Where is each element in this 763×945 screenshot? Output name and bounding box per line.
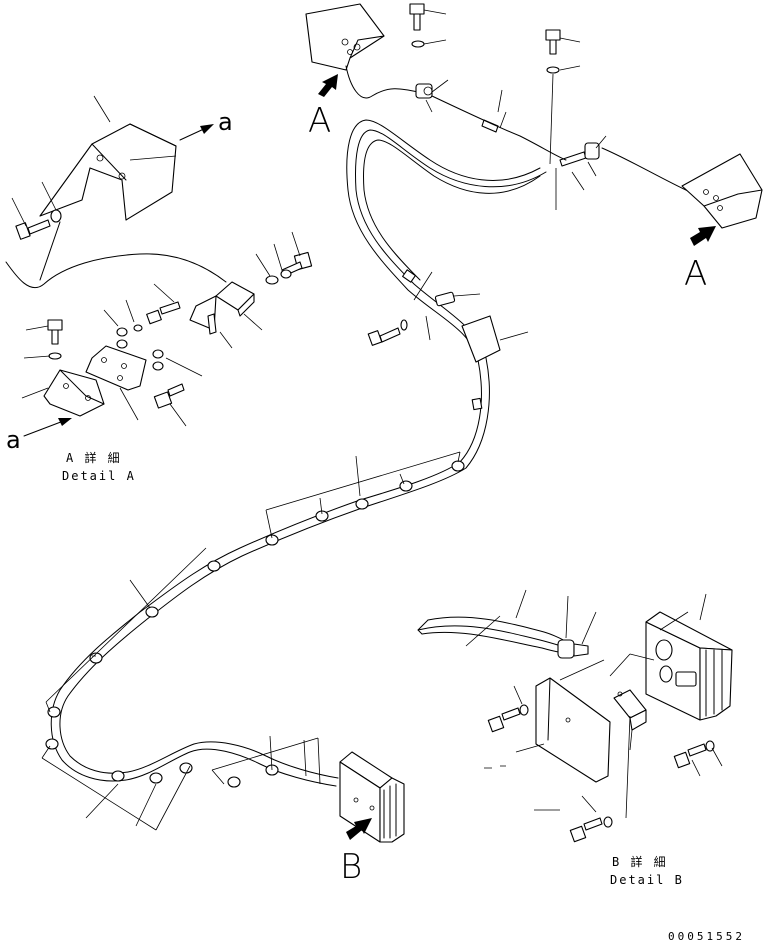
lamp-cover-left	[305, 3, 385, 71]
detail-b-caption-jp: B 詳 細	[612, 854, 668, 869]
detail-a-nuts	[103, 299, 203, 377]
lamp-cover-right	[681, 153, 763, 229]
main-harness	[45, 119, 547, 788]
detail-a-base-bracket	[21, 369, 105, 417]
drawing-code: 00051552	[668, 930, 745, 943]
detail-a-bolt-1	[11, 181, 62, 240]
ref-label-a-top: a	[218, 108, 233, 136]
detail-b-bolt-2	[673, 740, 723, 777]
connector-top-left	[481, 89, 507, 133]
view-label-a-left: A	[308, 101, 331, 141]
view-arrow-a-right	[690, 226, 716, 246]
detail-a-mount-bracket	[189, 295, 233, 349]
wire-top-run	[431, 95, 567, 161]
detail-b-switch	[613, 689, 647, 819]
detail-b-leader-stubs	[484, 765, 506, 769]
detail-b-plate	[515, 659, 611, 783]
ref-label-a-bottom: a	[6, 426, 21, 454]
detail-a-bolt-2	[146, 283, 181, 325]
detail-a-caption-jp: A 詳 細	[66, 450, 122, 465]
leader-group-1	[265, 451, 461, 539]
detail-b-connector	[557, 595, 597, 659]
detail-a-plate	[85, 345, 147, 421]
detail-b-bolt-1	[487, 685, 529, 733]
connector-top-right	[555, 135, 607, 210]
leader-group-4	[211, 735, 321, 785]
view-arrow-a-left	[318, 74, 338, 97]
detail-b-caption-en: Detail B	[610, 873, 684, 887]
ref-arrow-a-top	[179, 124, 214, 141]
view-label-a-right: A	[684, 254, 707, 294]
ref-arrow-a-bottom	[23, 418, 72, 437]
bracket-mid	[434, 291, 529, 363]
detail-b-harness	[417, 589, 577, 655]
clamp-top	[415, 79, 449, 113]
leader-group-2	[45, 547, 207, 713]
bolt-mid	[367, 271, 433, 346]
detail-a-bolt-3	[153, 383, 187, 427]
detail-a-caption-en: Detail A	[62, 469, 136, 483]
leader-group-3	[41, 745, 191, 831]
detail-a-connector	[215, 281, 263, 331]
detail-b-bolt-3	[534, 795, 613, 843]
detail-a-cover	[39, 95, 177, 221]
lamp-unit-b	[339, 751, 405, 843]
bolt-top-1	[409, 3, 447, 48]
detail-a-bolt-4	[23, 319, 63, 360]
view-label-b: B	[340, 847, 362, 887]
wire-cover-left	[345, 65, 419, 99]
bolt-top-2	[545, 29, 581, 165]
view-arrow-b	[346, 818, 372, 840]
detail-b-housing	[609, 593, 733, 721]
detail-a-wire	[5, 221, 227, 289]
detail-a-bolts-right	[255, 231, 313, 285]
